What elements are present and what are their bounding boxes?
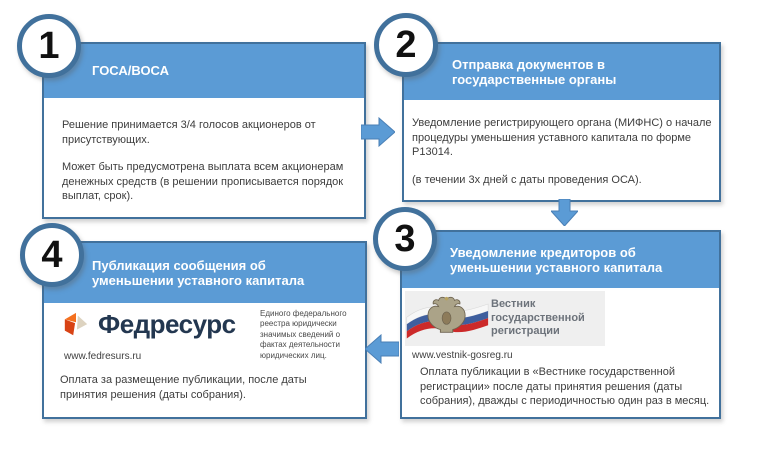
step-2-body: Уведомление регистрирующего органа (МИФН… (404, 100, 719, 187)
step-4-body: Оплата за размещение публикации, после д… (60, 373, 350, 415)
step-4-title: Публикация сообщения об уменьшении устав… (92, 257, 305, 288)
vestnik-logo-text: Вестник государственной регистрации (491, 298, 585, 338)
step-1-header: ГОСА/ВОСА (44, 44, 364, 98)
step-1-card: ГОСА/ВОСА Решение принимается 3/4 голосо… (42, 42, 366, 219)
step-2-header: Отправка документов в государственные ор… (404, 44, 719, 100)
step-3-title: Уведомление кредиторов об уменьшении уст… (450, 244, 663, 275)
step-3-body: Оплата публикации в «Вестнике государств… (412, 363, 724, 422)
arrow-down-icon (551, 199, 578, 226)
russian-flag-eagle-icon (406, 296, 489, 338)
fedresurs-logo: Федресурс (62, 309, 236, 340)
step-3-paragraph: Оплата публикации в «Вестнике государств… (420, 366, 710, 408)
step-2-number-badge: 2 (374, 13, 438, 77)
fedresurs-url: www.fedresurs.ru (64, 351, 142, 362)
step-1-body: Решение принимается 3/4 голосов акционер… (44, 98, 364, 204)
step-1-paragraph: Решение принимается 3/4 голосов акционер… (62, 119, 316, 146)
step-1-number-badge: 1 (17, 14, 81, 78)
arrow-left-icon (365, 334, 399, 364)
step-1-title: ГОСА/ВОСА (92, 63, 170, 79)
step-3-number-badge: 3 (373, 207, 437, 271)
arrow-right-icon (361, 117, 395, 147)
step-2-paragraph: Уведомление регистрирующего органа (МИФН… (412, 117, 712, 159)
step-4-card: Публикация сообщения об уменьшении устав… (42, 241, 367, 419)
step-2-title: Отправка документов в государственные ор… (452, 56, 617, 87)
step-1-paragraph: Может быть предусмотрена выплата всем ак… (62, 161, 344, 203)
step-4-number-badge: 4 (20, 223, 84, 287)
step-4-header: Публикация сообщения об уменьшении устав… (44, 243, 365, 303)
fedresurs-box-icon (64, 312, 88, 335)
vestnik-url: www.vestnik-gosreg.ru (412, 350, 513, 361)
step-4-paragraph: Оплата за размещение публикации, после д… (60, 374, 307, 401)
vestnik-logo: Вестник государственной регистрации (405, 291, 605, 346)
step-3-card: Уведомление кредиторов об уменьшении уст… (400, 230, 721, 419)
step-2-paragraph: (в течении 3х дней с даты проведения ОСА… (412, 173, 642, 186)
fedresurs-logo-text: Федресурс (98, 309, 236, 339)
fedresurs-side-note: Единого федерального реестра юридически … (260, 309, 347, 360)
step-3-header: Уведомление кредиторов об уменьшении уст… (402, 232, 719, 288)
step-2-card: Отправка документов в государственные ор… (402, 42, 721, 202)
